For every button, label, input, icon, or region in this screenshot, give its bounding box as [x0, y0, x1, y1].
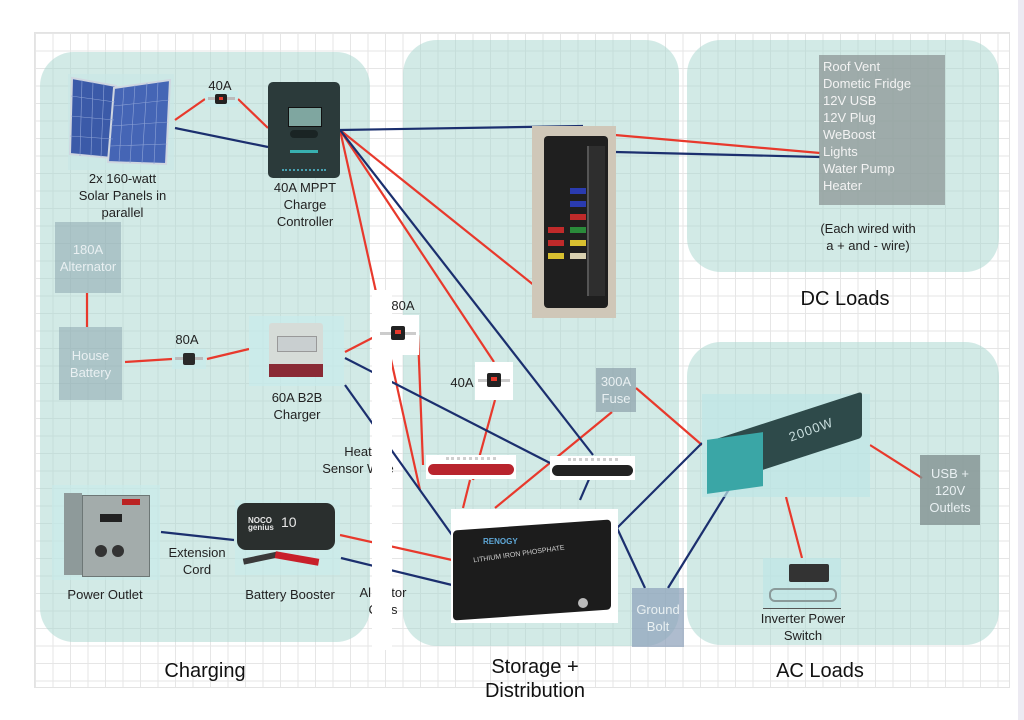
- charge-controller-label: 40A MPPT Charge Controller: [260, 179, 350, 230]
- dc-loads-note: (Each wired with a + and - wire): [812, 220, 924, 254]
- negative-busbar-image: [550, 456, 635, 480]
- charge-controller-label-line3: Controller: [276, 214, 334, 229]
- ground-bolt-label-line2: Bolt: [646, 618, 670, 634]
- alternator-label-line2: Alternator: [59, 258, 117, 274]
- inverter-switch-label-line1: Inverter Power: [760, 611, 846, 626]
- main-300a-fuse-box: 300A Fuse: [596, 368, 636, 412]
- b2b-charger-label-line2: Charger: [273, 407, 321, 422]
- b2b-charger-image: [249, 316, 344, 386]
- battery-brand-text: RENOGY: [483, 537, 518, 546]
- dc-load-item: 12V Plug: [823, 110, 876, 125]
- alternator-box: 180A Alternator: [55, 222, 121, 293]
- power-outlet-image: [52, 485, 160, 580]
- section-title-ac-loads: AC Loads: [776, 660, 864, 682]
- power-outlet-label: Power Outlet: [67, 587, 143, 602]
- booster-model-text: 10: [281, 514, 297, 530]
- alternator-label-line1: 180A: [72, 241, 104, 257]
- dc-load-item: WeBoost: [823, 127, 876, 142]
- section-title-storage: Storage + Distribution: [455, 655, 615, 703]
- solar-panels-label-line1: 2x 160-watt: [88, 171, 157, 186]
- fuse-block-breaker-label: 40A: [450, 375, 474, 390]
- b2b-output-fuse-label: 80A: [391, 298, 415, 313]
- section-title-storage-line2: Distribution: [484, 680, 586, 702]
- ac-outlets-box: USB + 120V Outlets: [920, 455, 980, 525]
- house-battery-label-line1: House: [71, 347, 110, 363]
- lithium-battery-image: RENOGY LITHIUM IRON PHOSPHATE: [451, 509, 618, 623]
- dc-load-item: Dometic Fridge: [823, 76, 912, 91]
- fuse-block-image: [532, 126, 616, 318]
- ac-outlets-label-line3: Outlets: [929, 499, 971, 515]
- solar-panels-image: [68, 74, 174, 170]
- dc-loads-list: Roof Vent Dometic Fridge 12V USB 12V Plu…: [819, 55, 945, 205]
- b2b-charger-label-line1: 60A B2B: [271, 390, 323, 405]
- heat-sensor-label-line1: Heat: [344, 444, 372, 459]
- dc-load-item: Lights: [823, 144, 858, 159]
- dc-loads-note-line2: a + and - wire): [826, 238, 910, 253]
- section-title-storage-line1: Storage +: [491, 656, 579, 678]
- extension-cord-label: Extension Cord: [162, 544, 232, 578]
- inverter-image: 2000W: [702, 391, 870, 497]
- ac-outlets-label-line2: 120V: [934, 482, 966, 498]
- solar-panels-label-line2: Solar Panels in: [78, 188, 167, 203]
- solar-panels-label: 2x 160-watt Solar Panels in parallel: [60, 170, 185, 221]
- dc-load-item: Water Pump: [823, 161, 895, 176]
- dc-loads-note-line1: (Each wired with: [820, 221, 916, 236]
- dc-load-item: Heater: [823, 178, 863, 193]
- extension-cord-label-line1: Extension: [168, 545, 226, 560]
- section-title-dc-loads: DC Loads: [800, 288, 890, 310]
- vertical-scrollbar[interactable]: [1018, 0, 1024, 720]
- charge-controller-image: [268, 82, 340, 178]
- ac-outlets-label-line1: USB +: [931, 465, 969, 481]
- dc-load-item: 12V USB: [823, 93, 877, 108]
- positive-busbar-image: [426, 455, 516, 479]
- solar-panels-label-line3: parallel: [101, 205, 144, 220]
- solar-fuse-icon: [205, 91, 238, 107]
- booster-brand-line2: genius: [248, 523, 274, 532]
- extension-cord-label-line2: Cord: [182, 562, 212, 577]
- main-fuse-label-line1: 300A: [600, 374, 632, 389]
- inverter-switch-label-line2: Switch: [783, 628, 823, 643]
- charge-controller-label-line1: 40A MPPT: [273, 180, 337, 195]
- house-battery-box: House Battery: [59, 327, 122, 400]
- main-fuse-label-line2: Fuse: [601, 391, 631, 406]
- charge-controller-label-line2: Charge: [283, 197, 327, 212]
- ground-bolt-label-line1: Ground: [636, 601, 680, 617]
- b2b-input-fuse-label: 80A: [175, 332, 199, 347]
- dc-load-item: Roof Vent: [823, 59, 881, 74]
- inverter-switch-image: [763, 558, 841, 609]
- house-battery-label-line2: Battery: [69, 364, 112, 380]
- battery-booster-label: Battery Booster: [245, 587, 335, 602]
- b2b-output-fuse-icon: [377, 315, 419, 355]
- fuse-block-breaker-icon: [475, 362, 513, 400]
- booster-brand-text: NOCO genius: [248, 516, 274, 532]
- section-title-charging: Charging: [164, 660, 246, 682]
- b2b-output-fuse-bg: [372, 290, 392, 650]
- booster-brand-line1: NOCO: [248, 516, 272, 525]
- solar-fuse-label: 40A: [208, 78, 232, 93]
- battery-booster-image: NOCO genius 10: [235, 500, 340, 575]
- b2b-input-fuse-icon: [172, 349, 206, 369]
- b2b-charger-label: 60A B2B Charger: [252, 389, 342, 423]
- inverter-switch-label: Inverter Power Switch: [748, 610, 858, 644]
- ground-bolt-box: Ground Bolt: [632, 588, 684, 647]
